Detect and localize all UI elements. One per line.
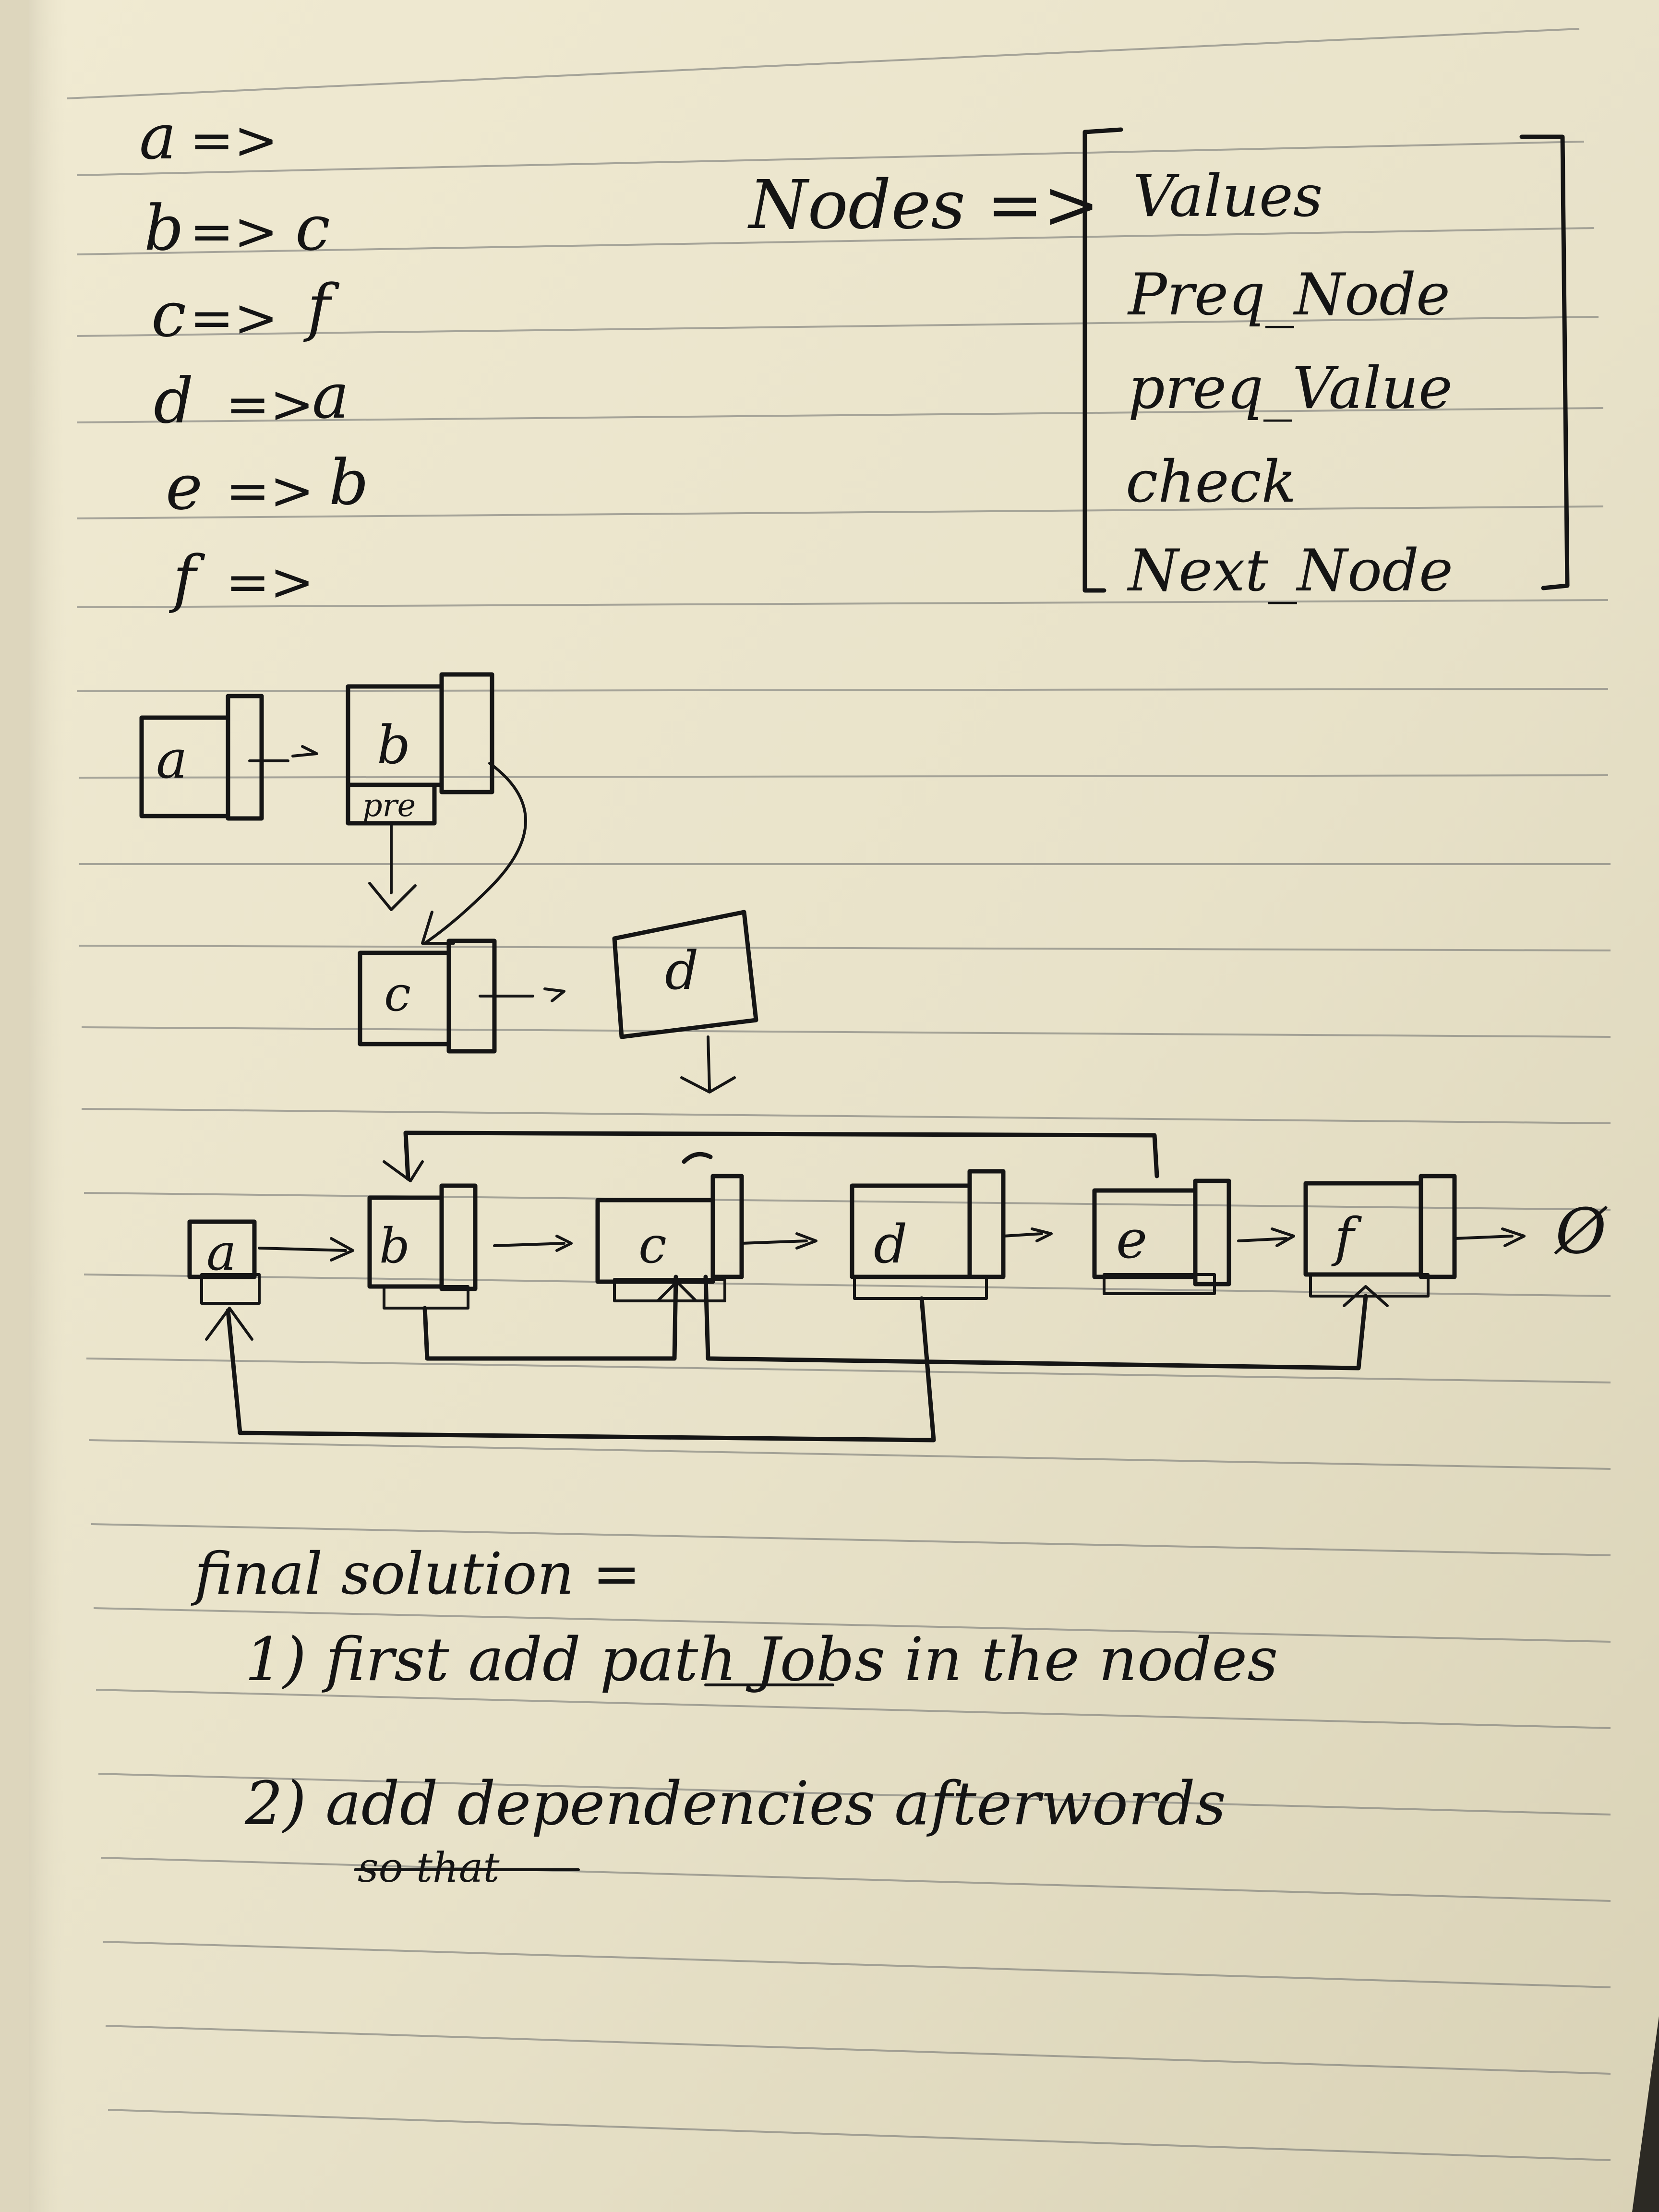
bottom-diagram: a b c d e (187, 1130, 1608, 1443)
field-check: check (1126, 449, 1296, 516)
solution-step-1: 1) first add path Jobs in the nodes (245, 1625, 1278, 1695)
mapping-arrow: => (190, 287, 278, 349)
mapping-key: c (151, 278, 186, 351)
field-next-node: Next_Node (1127, 538, 1453, 604)
svg-text:b: b (377, 714, 410, 776)
node-b-bottom: b (367, 1183, 478, 1310)
mapping-value: a (312, 360, 349, 433)
svg-text:e: e (1116, 1209, 1147, 1270)
nodes-label: Nodes => (747, 166, 1099, 244)
left-bracket (1082, 127, 1123, 593)
mapping-row-b: b => c (144, 192, 330, 264)
node-c-bottom: c (595, 1174, 744, 1302)
arrow-a-to-b (248, 745, 318, 762)
top-diagram: a b pre c d (139, 672, 758, 1094)
mapping-arrow: => (190, 109, 278, 171)
mapping-key: d (154, 364, 193, 437)
node-a-bottom: a (187, 1219, 261, 1305)
arrow-d-down (680, 1035, 736, 1094)
svg-text:d: d (665, 940, 698, 1001)
arrow-d-to-e (1002, 1227, 1053, 1242)
nodes-definition: Nodes => Values Preq_Node preq_Value che… (747, 127, 1570, 604)
mapping-arrow: => (226, 460, 314, 521)
link-a-to-d (226, 1296, 936, 1443)
svg-text:a: a (206, 1223, 237, 1282)
svg-text:c: c (384, 966, 411, 1022)
mapping-row-a: a => (139, 100, 278, 173)
arrow-b-curve-to-c (421, 762, 527, 945)
field-preq-value: preq_Value (1128, 355, 1453, 422)
arrow-f-to-null (1453, 1227, 1526, 1247)
struck-text: so that (358, 1844, 500, 1892)
mapping-value: b (329, 446, 369, 519)
mapping-arrow: => (226, 373, 314, 435)
node-c-top: c (358, 938, 497, 1054)
node-a-top: a (139, 694, 264, 821)
solution-notes: final solution = 1) first add path Jobs … (191, 1541, 1278, 1892)
mapping-row-e: e => b (166, 446, 369, 524)
mapping-row-d: d => a (154, 360, 349, 437)
arrow-b-to-c (493, 1235, 573, 1252)
svg-text:a: a (156, 729, 188, 790)
mapping-row-f: f => (169, 542, 314, 615)
arrow-e-to-f (1237, 1227, 1295, 1247)
link-c-to-b (422, 1274, 678, 1361)
right-bracket (1519, 134, 1570, 590)
arrow-c-to-d-bottom (740, 1232, 817, 1250)
field-values: Values (1133, 163, 1322, 230)
node-f-bottom: f (1303, 1174, 1457, 1298)
svg-text:d: d (874, 1214, 907, 1275)
svg-text:b: b (379, 1218, 410, 1274)
field-preq-node: Preq_Node (1127, 262, 1450, 328)
mapping-arrow: => (190, 201, 278, 262)
solution-step-2: 2) add dependencies afterwords (244, 1769, 1226, 1839)
link-f-to-c (703, 1274, 1368, 1370)
mapping-value: c (295, 192, 330, 264)
solution-heading: final solution = (191, 1541, 641, 1608)
mapping-arrow: => (226, 551, 314, 613)
node-d-top: d (612, 910, 758, 1039)
arrow-pre-down (368, 822, 417, 911)
mapping-list: a => b => c c => f d => a e => b f => (139, 100, 369, 615)
svg-text:c: c (638, 1216, 667, 1274)
mapping-key: b (144, 192, 184, 264)
null-symbol: Ø (1554, 1195, 1608, 1268)
arrow-a-to-b-bottom (258, 1237, 354, 1262)
mapping-key: e (166, 451, 203, 524)
arrow-c-to-d (479, 987, 565, 1002)
mapping-key: a (139, 100, 177, 173)
node-e-bottom: e (1092, 1178, 1231, 1295)
page-rulings (67, 28, 1611, 2161)
svg-text:pre: pre (362, 788, 416, 824)
node-b-top: b pre (346, 672, 494, 826)
loop-e-to-b (403, 1130, 1159, 1181)
